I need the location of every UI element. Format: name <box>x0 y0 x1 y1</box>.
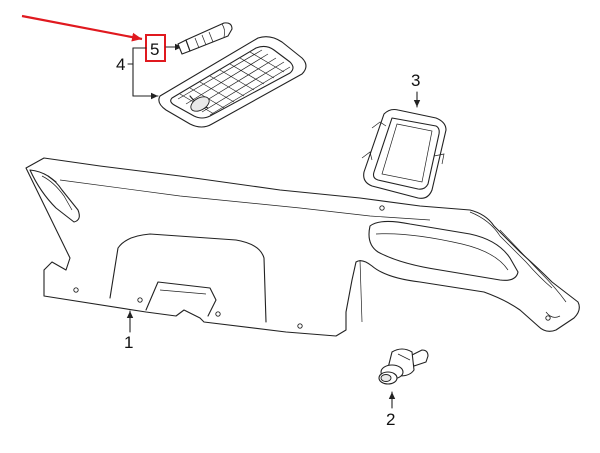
callout-2-label: 2 <box>386 410 395 429</box>
callout-4: 4 <box>116 47 159 100</box>
callout-3: 3 <box>411 71 420 108</box>
callout-2: 2 <box>386 391 395 429</box>
push-pin-fastener-part <box>378 348 429 385</box>
bulb-part <box>177 22 233 55</box>
callout-5: 5 <box>145 34 183 62</box>
callout-1-label: 1 <box>124 333 133 352</box>
callout-4-label: 4 <box>116 55 125 74</box>
trim-panel-part <box>25 157 580 337</box>
callout-3-label: 3 <box>411 71 420 90</box>
callout-5-label: 5 <box>150 40 159 59</box>
callout-1: 1 <box>124 310 133 352</box>
lamp-housing-part <box>158 36 307 128</box>
highlight-arrow <box>21 14 143 42</box>
bezel-part <box>361 108 447 199</box>
